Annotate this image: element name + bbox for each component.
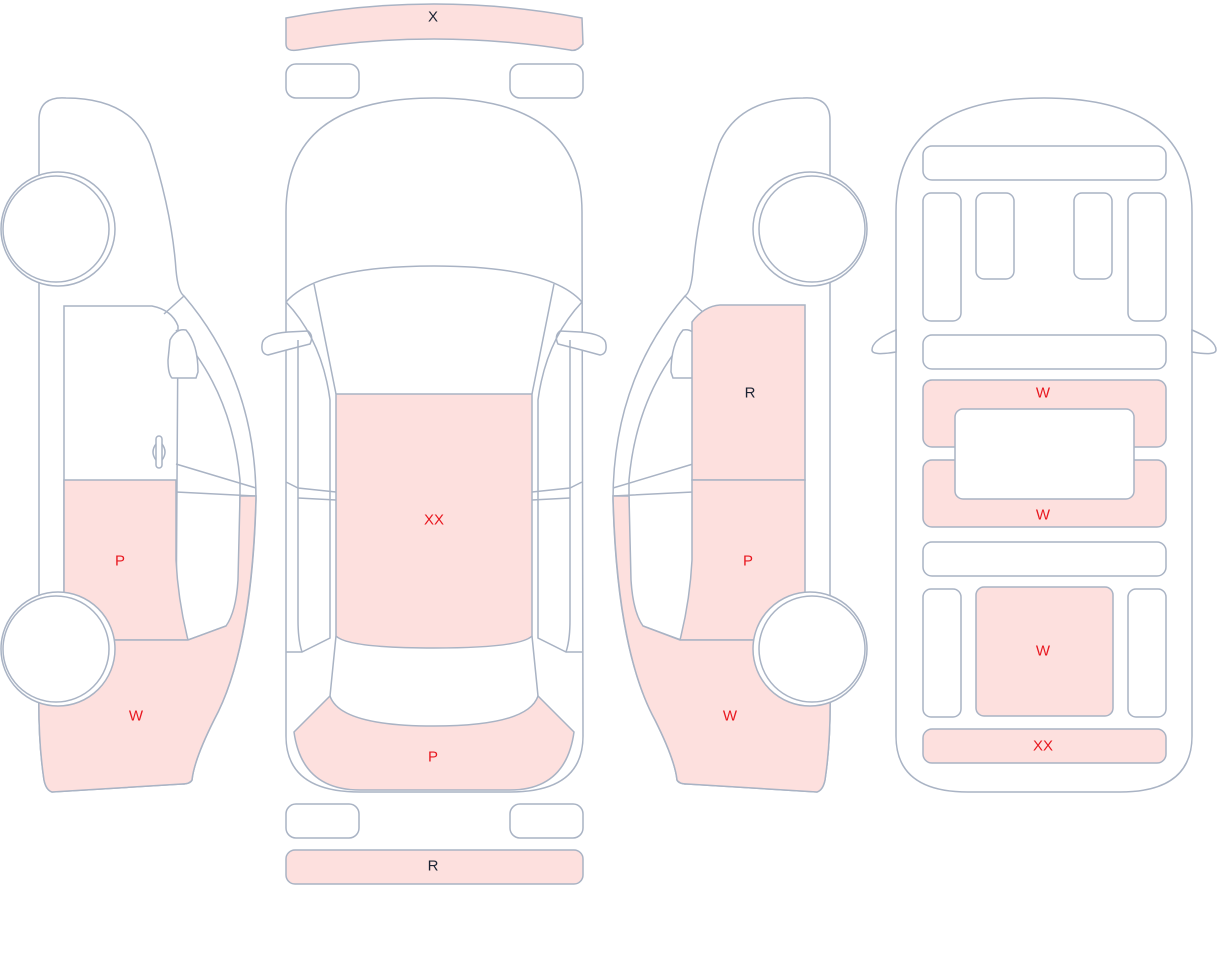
right-mirror[interactable]	[555, 330, 607, 356]
rear-left-light[interactable]	[285, 803, 360, 839]
underside-crossbar[interactable]	[922, 334, 1167, 370]
underside-front-bar[interactable]	[922, 145, 1167, 181]
front-bumper-part[interactable]	[285, 3, 584, 52]
underside-front-right-rail[interactable]	[1127, 192, 1167, 322]
right-a-pillar	[531, 283, 583, 653]
underside-panel-2-label: W	[1036, 507, 1051, 524]
underside-right-tab	[1191, 328, 1217, 355]
underside-center-opening	[954, 408, 1135, 500]
trunk-part[interactable]	[293, 694, 575, 791]
roof-label: XX	[424, 512, 444, 529]
left-rear-wheel[interactable]	[2, 595, 110, 703]
front-bumper-label: X	[428, 9, 438, 26]
rear-right-light[interactable]	[509, 803, 584, 839]
underside-center-part[interactable]	[975, 586, 1114, 717]
underside-view: W W W XX	[871, 97, 1217, 793]
left-a-pillar	[285, 283, 337, 653]
left-mirror[interactable]	[261, 330, 313, 356]
right-front-door-label: R	[745, 385, 756, 402]
right-rear-quarter-label: W	[723, 708, 738, 725]
underside-left-tab	[871, 328, 897, 355]
left-front-wheel[interactable]	[2, 175, 110, 283]
left-b-pillar	[285, 481, 337, 501]
front-left-light[interactable]	[285, 63, 360, 99]
hood-line	[285, 265, 583, 303]
rear-bumper-label: R	[428, 858, 439, 875]
right-front-door-part[interactable]	[691, 304, 806, 481]
underside-rear-label: XX	[1033, 738, 1053, 755]
underside-center-label: W	[1036, 643, 1051, 660]
underside-front-right-mount[interactable]	[1073, 192, 1113, 280]
front-right-light[interactable]	[509, 63, 584, 99]
trunk-label: P	[428, 749, 438, 766]
top-view: X XX P R	[261, 3, 607, 885]
left-rear-quarter-label: W	[129, 708, 144, 725]
left-rear-quarter-part[interactable]	[38, 495, 257, 793]
right-rear-door-label: P	[743, 553, 753, 570]
left-window-line	[297, 340, 303, 653]
right-side-view: R P W	[612, 97, 868, 793]
rear-window-lines	[329, 635, 539, 697]
left-side-mirror[interactable]	[167, 328, 199, 379]
left-handle-ring	[152, 443, 166, 461]
right-b-pillar	[531, 481, 583, 501]
rear-bumper-part[interactable]	[285, 849, 584, 885]
right-window-line	[565, 340, 571, 653]
underside-mid-bar[interactable]	[922, 541, 1167, 577]
roof-part[interactable]	[335, 393, 533, 649]
underside-front-left-mount[interactable]	[975, 192, 1015, 280]
underside-front-left-rail[interactable]	[922, 192, 962, 322]
left-side-view: P W	[0, 97, 257, 793]
underside-panel-1-label: W	[1036, 385, 1051, 402]
left-front-door-label: P	[115, 553, 125, 570]
right-front-wheel[interactable]	[758, 175, 866, 283]
underside-rear-left-rail[interactable]	[922, 588, 962, 718]
left-door-handle[interactable]	[155, 435, 163, 469]
underside-rear-part[interactable]	[922, 728, 1167, 764]
right-rear-quarter-part[interactable]	[612, 495, 831, 793]
underside-rear-right-rail[interactable]	[1127, 588, 1167, 718]
right-rear-wheel[interactable]	[758, 595, 866, 703]
